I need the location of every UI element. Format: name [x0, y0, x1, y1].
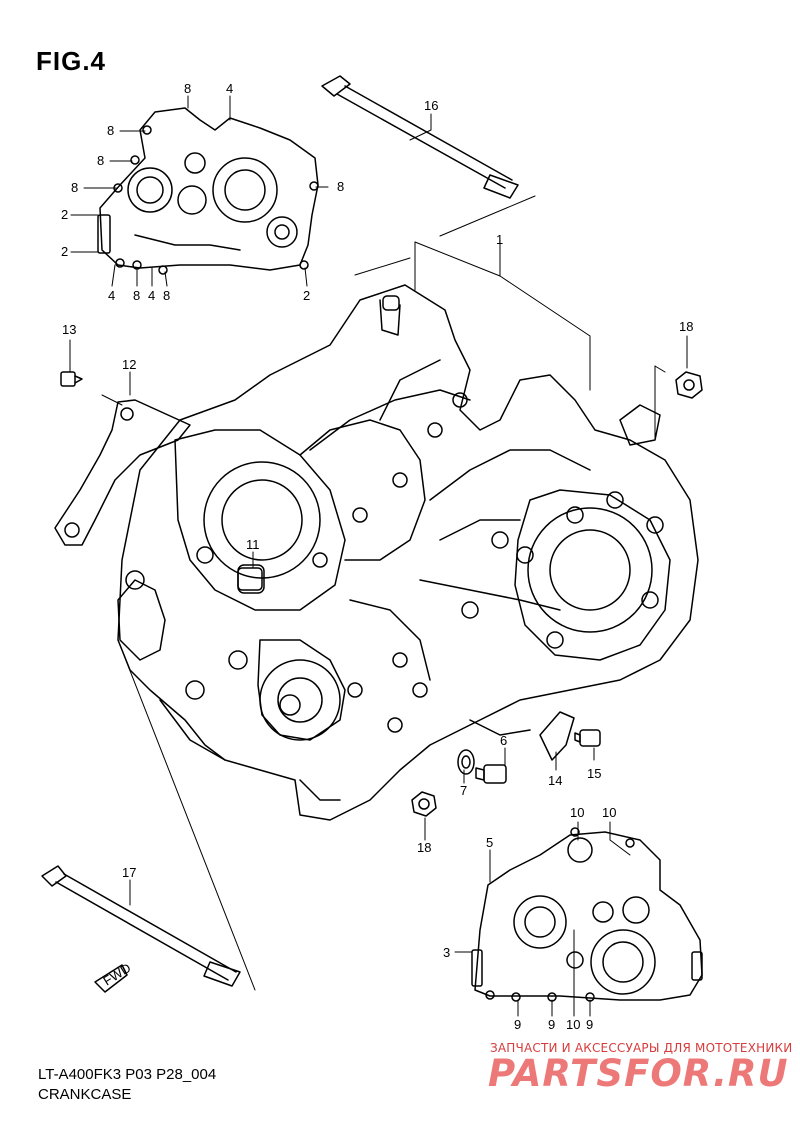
callout-1: 1 — [496, 232, 503, 247]
callout-18-upper: 18 — [679, 319, 693, 334]
callout-15: 15 — [587, 766, 601, 781]
figure-title: FIG.4 — [36, 46, 107, 76]
callout-17: 17 — [122, 865, 136, 880]
fwd-arrow-icon — [94, 964, 128, 993]
nut-part-18-lower — [411, 791, 437, 817]
watermark-tagline: ЗАПЧАСТИ И АКСЕССУАРЫ ДЛЯ МОТОТЕХНИКИ — [490, 1041, 793, 1055]
callout-7: 7 — [460, 783, 467, 798]
callout-10-b: 10 — [570, 805, 584, 820]
callout-9-a: 9 — [514, 1017, 521, 1032]
group-bracket-part-1 — [354, 195, 666, 441]
callout-5: 5 — [486, 835, 493, 850]
callout-9-b: 9 — [548, 1017, 555, 1032]
callout-8-top: 8 — [184, 81, 191, 96]
callout-13: 13 — [62, 322, 76, 337]
plate-part-14 — [539, 711, 575, 761]
diagram-caption: CRANKCASE — [38, 1086, 132, 1103]
callout-8-right: 8 — [337, 179, 344, 194]
callout-12: 12 — [122, 357, 136, 372]
crankcase-main-body — [117, 284, 699, 821]
callout-8-f: 8 — [163, 288, 170, 303]
bolt-part-15 — [574, 729, 601, 747]
callout-8-b: 8 — [107, 123, 114, 138]
callout-14: 14 — [548, 773, 562, 788]
callout-8-c: 8 — [97, 153, 104, 168]
washer-part-7 — [457, 749, 475, 775]
bolt-part-13 — [60, 371, 83, 387]
long-bolt-part-17 — [41, 865, 241, 987]
callout-8-d: 8 — [71, 180, 78, 195]
diagram-code: LT-A400FK3 P03 P28_004 — [38, 1066, 217, 1083]
bracket-part-12 — [54, 399, 191, 546]
callout-11: 11 — [246, 537, 260, 552]
callout-4-b: 4 — [108, 288, 115, 303]
callout-2-b: 2 — [61, 244, 68, 259]
watermark-logo: PARTSFOR.RU — [488, 1052, 789, 1095]
callout-9-c: 9 — [586, 1017, 593, 1032]
callout-16: 16 — [424, 98, 438, 113]
leader-lines — [69, 95, 688, 1017]
fwd-label: FWD — [100, 960, 133, 988]
callout-numbers: 16 1 18 13 12 11 6 7 14 15 18 17 5 3 9 9… — [61, 81, 693, 1032]
callout-10-c: 10 — [602, 805, 616, 820]
crankcase-half-inset-lower — [471, 827, 703, 1002]
long-bolt-part-16 — [321, 75, 519, 199]
callout-3: 3 — [443, 945, 450, 960]
nut-part-18-upper — [675, 371, 703, 399]
callout-8-e: 8 — [133, 288, 140, 303]
callout-6: 6 — [500, 733, 507, 748]
callout-4-top: 4 — [226, 81, 233, 96]
callout-2-c: 2 — [303, 288, 310, 303]
plug-part-11 — [237, 567, 263, 591]
callout-10-a: 10 — [566, 1017, 580, 1032]
bolt-part-6 — [475, 764, 507, 784]
crankcase-half-inset-upper — [97, 107, 319, 275]
callout-4-c: 4 — [148, 288, 155, 303]
callout-2-a: 2 — [61, 207, 68, 222]
callout-18-lower: 18 — [417, 840, 431, 855]
